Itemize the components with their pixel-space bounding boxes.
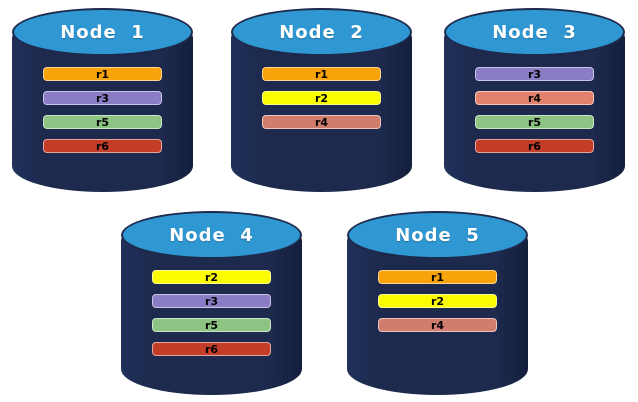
replica-bar: r6	[152, 342, 271, 356]
node-cylinder-2: Node 2 r1 r2 r4	[231, 8, 412, 192]
node-title: Node 4	[169, 224, 254, 246]
replica-bar: r3	[43, 91, 162, 105]
replica-bar: r6	[43, 139, 162, 153]
replica-bar: r5	[43, 115, 162, 129]
cylinder-body	[12, 32, 193, 192]
replica-bar-list: r1 r3 r5 r6	[43, 67, 162, 163]
cylinder-top: Node 2	[231, 8, 412, 56]
cylinder-body	[121, 235, 302, 395]
replica-bar-list: r3 r4 r5 r6	[475, 67, 594, 163]
replica-bar: r5	[475, 115, 594, 129]
node-title: Node 5	[395, 224, 480, 246]
replica-bar-list: r1 r2 r4	[378, 270, 497, 342]
replica-bar: r2	[262, 91, 381, 105]
replica-bar: r3	[152, 294, 271, 308]
replica-bar-list: r1 r2 r4	[262, 67, 381, 139]
replica-bar-list: r2 r3 r5 r6	[152, 270, 271, 366]
replica-bar: r2	[152, 270, 271, 284]
cylinder-top: Node 3	[444, 8, 625, 56]
node-cylinder-4: Node 4 r2 r3 r5 r6	[121, 211, 302, 395]
node-title: Node 2	[279, 21, 364, 43]
replica-bar: r4	[262, 115, 381, 129]
cylinder-top: Node 5	[347, 211, 528, 259]
cylinder-top: Node 1	[12, 8, 193, 56]
node-cylinder-1: Node 1 r1 r3 r5 r6	[12, 8, 193, 192]
cylinder-top: Node 4	[121, 211, 302, 259]
replica-bar: r1	[43, 67, 162, 81]
replica-bar: r1	[378, 270, 497, 284]
node-title: Node 1	[60, 21, 145, 43]
node-title: Node 3	[492, 21, 577, 43]
replica-bar: r4	[378, 318, 497, 332]
cylinder-body	[347, 235, 528, 395]
cylinder-body	[444, 32, 625, 192]
replica-bar: r4	[475, 91, 594, 105]
cylinder-body	[231, 32, 412, 192]
replica-bar: r1	[262, 67, 381, 81]
replica-bar: r2	[378, 294, 497, 308]
node-cylinder-5: Node 5 r1 r2 r4	[347, 211, 528, 395]
replica-bar: r5	[152, 318, 271, 332]
replica-bar: r6	[475, 139, 594, 153]
replica-bar: r3	[475, 67, 594, 81]
node-cylinder-3: Node 3 r3 r4 r5 r6	[444, 8, 625, 192]
